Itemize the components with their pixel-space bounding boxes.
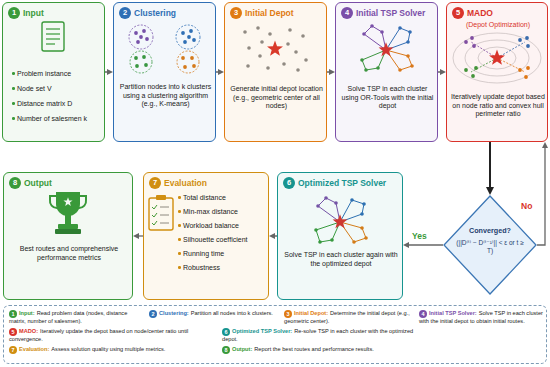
edge-label: No xyxy=(520,201,533,211)
process-box: 4Initial TSP SolverSolve TSP in each clu… xyxy=(335,2,438,142)
flow-arrow xyxy=(537,148,545,245)
legend-description: Report the best routes and performance r… xyxy=(254,346,373,352)
step-title: Input xyxy=(23,7,102,19)
step-number: 2 xyxy=(149,310,157,318)
bullet-dot xyxy=(12,117,15,120)
step-title: Initial Depot xyxy=(245,7,324,19)
flow-arrow xyxy=(216,71,218,72)
bullet-item: Node set V xyxy=(17,84,102,93)
step-number: 7 xyxy=(149,177,161,189)
process-box: 3Initial DepotGenerate initial depot loc… xyxy=(224,2,327,142)
bullet-item: Silhouette coefficient xyxy=(183,235,266,244)
bullet-item: Running time xyxy=(183,249,266,258)
step-number: 7 xyxy=(9,346,17,354)
bullet-item: Distance matrix D xyxy=(17,99,102,108)
bullet-dot xyxy=(12,102,15,105)
step-title: Clustering xyxy=(134,7,213,19)
step-number: 3 xyxy=(284,310,292,318)
legend-item: 8Output:Report the best routes and perfo… xyxy=(222,346,422,354)
flow-arrow xyxy=(489,142,491,187)
step-description: Solve TSP in each cluster using OR-Tools… xyxy=(340,85,435,111)
step-title: Output xyxy=(24,177,129,189)
step-title: Evaluation xyxy=(164,177,264,189)
step-title: MADO xyxy=(467,7,545,19)
legend-item: 6Optimized TSP Solver:Re-solve TSP in ea… xyxy=(222,328,422,343)
step-description: Best routes and comprehensive performanc… xyxy=(10,245,128,262)
bullet-dot xyxy=(178,210,181,213)
legend-item: 3Initial Depot:Determine the initial dep… xyxy=(284,310,414,325)
legend-item: 4Initial TSP Solver:Solve TSP in each cl… xyxy=(419,310,545,325)
process-box: 1InputProblem instanceNode set V Distance… xyxy=(2,2,105,142)
bullet-item: Robustness xyxy=(183,263,266,272)
step-description: Partition nodes into k clusters using a … xyxy=(118,83,213,109)
legend-term: Optimized TSP Solver: xyxy=(232,328,292,334)
legend-description: Partition all nodes into k clusters. xyxy=(191,310,273,316)
legend-term: MADO: xyxy=(19,328,38,334)
legend-item: 1Input:Read problem data (nodes, distanc… xyxy=(9,310,144,325)
step-number: 6 xyxy=(283,177,295,189)
edge-label: Yes xyxy=(411,231,428,241)
legend-term: Output: xyxy=(232,346,252,352)
process-box: 2ClusteringPartition nodes into k cluste… xyxy=(113,2,216,142)
flow-arrow xyxy=(105,71,107,72)
bullet-dot xyxy=(178,252,181,255)
flow-arrow xyxy=(438,71,440,72)
step-description: Iteratively update depot based on node r… xyxy=(451,93,545,119)
step-number: 4 xyxy=(419,310,427,318)
bullet-dot xyxy=(12,87,15,90)
legend-term: Evaluation: xyxy=(19,346,49,352)
legend-term: Clustering: xyxy=(159,310,189,316)
step-subtitle: (Depot Optimization) xyxy=(451,20,545,29)
bullet-dot xyxy=(178,266,181,269)
legend-panel: 1Input:Read problem data (nodes, distanc… xyxy=(3,305,547,364)
diamond-shape xyxy=(444,196,536,294)
flow-arrow xyxy=(327,71,329,72)
step-number: 5 xyxy=(452,7,464,19)
step-title: Initial TSP Solver xyxy=(356,7,435,19)
step-number: 3 xyxy=(230,7,242,19)
process-box: 5MADO(Depot Optimization) Iteratively upd… xyxy=(446,2,548,142)
legend-term: Input: xyxy=(19,310,35,316)
decision-title: Converged? xyxy=(443,226,537,236)
step-title: Optimized TSP Solver xyxy=(298,177,398,189)
evaluation-box: 7EvaluationTotal distanceMin-max distanc… xyxy=(143,172,269,300)
bullet-dot xyxy=(12,72,15,75)
bullet-item: Total distance xyxy=(183,193,266,202)
bullet-dot xyxy=(178,196,181,199)
bullet-item: Min-max distance xyxy=(183,207,266,216)
legend-term: Initial Depot: xyxy=(294,310,328,316)
flow-arrow xyxy=(409,244,443,245)
step-number: 6 xyxy=(222,328,230,336)
step-number: 4 xyxy=(341,7,353,19)
step-number: 1 xyxy=(9,310,17,318)
bullet-dot xyxy=(178,238,181,241)
step-number: 2 xyxy=(119,7,131,19)
legend-term: Initial TSP Solver: xyxy=(429,310,477,316)
step-number: 8 xyxy=(222,346,230,354)
legend-item: 5MADO:Iteratively update the depot based… xyxy=(9,328,214,343)
output-box: 8OutputBest routes and comprehensive per… xyxy=(3,172,133,300)
legend-item: 7Evaluation:Assess solution quality usin… xyxy=(9,346,214,354)
step-description: Generate initial depot location (e.g., g… xyxy=(229,85,324,111)
process-box: 6Optimized TSP SolverSolve TSP in each c… xyxy=(277,172,403,300)
bullet-dot xyxy=(178,224,181,227)
step-number: 1 xyxy=(8,7,20,19)
legend-description: Assess solution quality using multiple m… xyxy=(51,346,165,352)
bullet-item: Problem instance xyxy=(17,69,102,78)
bullet-item: Number of salesmen k xyxy=(17,114,102,123)
step-number: 5 xyxy=(9,328,17,336)
step-number: 8 xyxy=(9,177,21,189)
step-description: Solve TSP in each cluster again with the… xyxy=(283,251,399,268)
legend-item: 2Clustering:Partition all nodes into k c… xyxy=(149,310,279,318)
bullet-item: Workload balance xyxy=(183,221,266,230)
decision-condition: (||D⁽ᵗ⁾ − D⁽ᵗ⁻¹⁾|| < ε or t ≥ T) xyxy=(453,239,527,255)
